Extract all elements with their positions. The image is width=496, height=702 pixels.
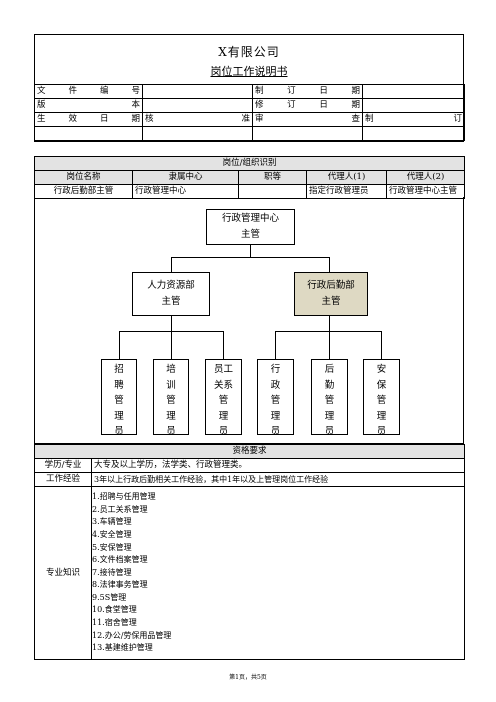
qualifications-table: 资格要求 学历/专业 大专及以上学历，法学类、行政管理类。 工作经验 3年以上行… (33, 444, 466, 660)
connector-right-d1 (275, 331, 276, 359)
org-node-hr-head: 人力资源部 主管 (132, 272, 210, 316)
document-title: 岗位工作说明书 (210, 65, 288, 78)
org-node-logistics-officer: 后 勤 管 理 员 (311, 359, 348, 437)
knowledge-item: 5.安保管理 (92, 542, 132, 552)
label-created-date: 制订日期 (252, 84, 363, 99)
connector-right-d3 (381, 331, 382, 359)
connector-right-d2 (329, 331, 330, 359)
signature-cell-2 (142, 126, 253, 141)
label-prepare: 制订 (362, 112, 465, 127)
connector-l2-right (329, 257, 330, 272)
label-revised-date: 修订日期 (252, 98, 363, 113)
connector-left-d3 (223, 331, 224, 359)
knowledge-item: 13.基建维护管理 (92, 643, 153, 653)
col-grade: 职等 (238, 170, 307, 185)
knowledge-item: 2.员工关系管理 (92, 504, 148, 514)
label-review: 审查 (252, 112, 363, 127)
label-knowledge: 专业知识 (34, 486, 92, 660)
company-name: X有限公司 (218, 45, 280, 59)
label-doc-number: 文件编号 (34, 84, 143, 99)
value-doc-number (142, 84, 253, 99)
knowledge-item: 4.安全管理 (92, 529, 132, 539)
signature-cell-3 (252, 126, 363, 141)
label-approve: 核准 (142, 112, 253, 127)
knowledge-item: 10.食堂管理 (92, 605, 137, 615)
col-deputy-2: 代理人(2) (385, 170, 466, 185)
col-deputy-1: 代理人(1) (306, 170, 387, 185)
section-title-identification: 岗位/组织识别 (33, 156, 466, 171)
col-center: 隶属中心 (132, 170, 239, 185)
value-experience: 3年以上行政后勤相关工作经验，其中1年以及上管理岗位工作经验 (90, 472, 466, 487)
connector-left-d2 (171, 331, 172, 359)
org-node-admin-logistics-head: 行政后勤部 主管 (294, 272, 368, 316)
value-created-date (362, 84, 465, 99)
section-title-qualifications: 资格要求 (33, 444, 466, 459)
connector-left-d1 (119, 331, 120, 359)
label-version: 版本 (34, 98, 143, 113)
page-footer: 第1页，共5页 (229, 674, 267, 681)
org-node-admin-center-head: 行政管理中心 主管 (206, 209, 295, 245)
label-experience: 工作经验 (34, 472, 92, 487)
signature-cell-4 (362, 126, 465, 141)
org-node-recruitment-officer: 招 聘 管 理 员 (101, 359, 137, 437)
value-revised-date (362, 98, 465, 113)
knowledge-item: 9.5S管理 (92, 592, 127, 602)
connector-l2-bar (171, 257, 329, 258)
connector-right-bar (275, 331, 381, 332)
org-node-training-officer: 培 训 管 理 员 (153, 359, 189, 437)
document-control-table: 文件编号 制订日期 版本 修订日期 生效日期 核准 审查 制订 (34, 84, 465, 141)
knowledge-item: 7.接待管理 (92, 567, 132, 577)
knowledge-item: 6.文件档案管理 (92, 555, 148, 565)
connector-right-down (329, 315, 330, 331)
knowledge-list: 1.招聘与任用管理 2.员工关系管理 3.车辆管理 4.安全管理 5.安保管理 … (90, 486, 466, 660)
knowledge-item: 11.宿舍管理 (92, 618, 137, 628)
knowledge-item: 1.招聘与任用管理 (92, 492, 156, 502)
knowledge-item: 8.法律事务管理 (92, 580, 148, 590)
value-version (142, 98, 253, 113)
signature-cell-1 (34, 126, 143, 141)
label-education: 学历/专业 (34, 458, 92, 473)
value-education: 大专及以上学历，法学类、行政管理类。 (90, 458, 466, 473)
knowledge-item: 3.车辆管理 (92, 517, 132, 527)
knowledge-item: 12.办公/劳保用品管理 (92, 630, 172, 640)
org-node-admin-officer: 行 政 管 理 员 (257, 359, 294, 437)
org-chart: 行政管理中心 主管 人力资源部 主管 行政后勤部 主管 招 聘 管 理 员 培 … (34, 197, 464, 444)
identification-table: 岗位/组织识别 岗位名称 隶属中心 职等 代理人(1) 代理人(2) 行政后勤部… (33, 156, 466, 199)
connector-top (250, 244, 251, 257)
org-node-employee-relations-officer: 员工 关系 管 理 员 (205, 359, 242, 437)
col-position-name: 岗位名称 (34, 170, 133, 185)
connector-left-down (171, 315, 172, 331)
val-deputy-2: 行政管理中心主管 (385, 184, 466, 199)
label-effective-date: 生效日期 (34, 112, 143, 127)
org-node-security-officer: 安 保 管 理 员 (363, 359, 400, 437)
connector-l2-left (171, 257, 172, 272)
